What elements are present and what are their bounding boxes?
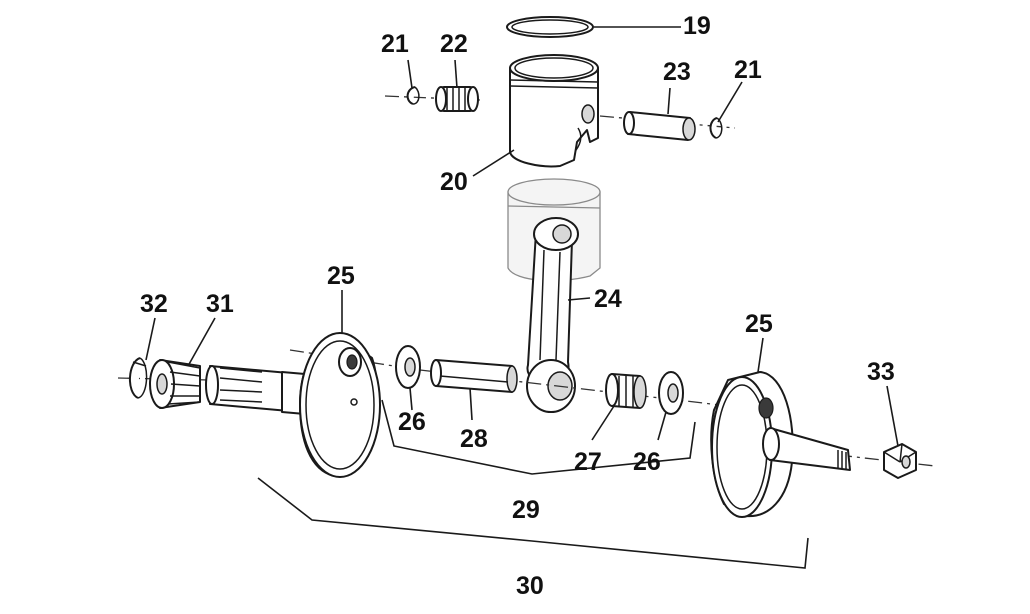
thrust-washer-right bbox=[658, 371, 684, 415]
callout-26-right: 26 bbox=[633, 448, 661, 476]
piston-ring bbox=[506, 16, 594, 38]
bracket-30 bbox=[257, 477, 809, 569]
callout-23: 23 bbox=[663, 58, 691, 86]
callout-29: 29 bbox=[512, 496, 540, 524]
callout-26-left: 26 bbox=[398, 408, 426, 436]
bracket-29 bbox=[381, 399, 696, 475]
callout-31: 31 bbox=[206, 290, 234, 318]
pinion-gear bbox=[149, 359, 201, 409]
piston bbox=[509, 54, 599, 168]
circlip-left bbox=[406, 86, 420, 105]
callout-25-left: 25 bbox=[327, 262, 355, 290]
callout-19: 19 bbox=[683, 12, 711, 40]
right-crank-shaft bbox=[762, 427, 851, 471]
callout-21-right: 21 bbox=[734, 56, 762, 84]
callout-22: 22 bbox=[440, 30, 468, 58]
connecting-rod bbox=[526, 217, 579, 413]
callout-25-right: 25 bbox=[745, 310, 773, 338]
callout-27: 27 bbox=[574, 448, 602, 476]
thrust-washer-left bbox=[395, 345, 421, 389]
callout-24: 24 bbox=[594, 285, 622, 313]
callout-32: 32 bbox=[140, 290, 168, 318]
crank-pin bbox=[430, 359, 518, 393]
small-end-needle-bearing bbox=[435, 86, 479, 112]
leader-lines bbox=[145, 26, 899, 447]
big-end-needle-bearing bbox=[605, 373, 647, 409]
callout-21-left: 21 bbox=[381, 30, 409, 58]
hex-nut bbox=[883, 443, 917, 479]
left-flywheel bbox=[299, 332, 381, 478]
callout-20: 20 bbox=[440, 168, 468, 196]
left-crank-shaft bbox=[205, 365, 306, 415]
callout-28: 28 bbox=[460, 425, 488, 453]
snap-ring bbox=[129, 357, 148, 399]
piston-pin bbox=[623, 111, 696, 141]
circlip-right bbox=[709, 117, 723, 139]
callout-33: 33 bbox=[867, 358, 895, 386]
callout-30: 30 bbox=[516, 572, 544, 600]
right-flywheel bbox=[710, 371, 794, 518]
